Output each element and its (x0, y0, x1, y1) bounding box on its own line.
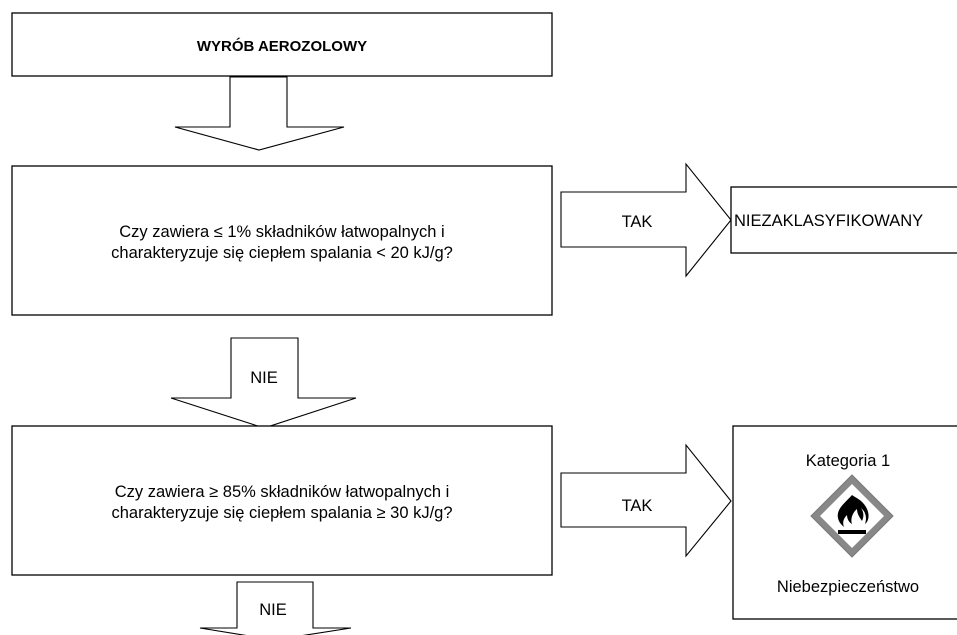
no1-label: NIE (250, 369, 278, 387)
result1-label: NIEZAKLASYFIKOWANY (734, 212, 923, 230)
result2-signal-word: Niebezpieczeństwo (777, 578, 919, 596)
question1-line1: Czy zawiera ≤ 1% składników łatwopalnych… (119, 223, 444, 241)
question2-box (11, 425, 553, 576)
question1-line2: charakteryzuje się ciepłem spalania < 20… (111, 244, 453, 262)
arrow-yes1 (560, 162, 732, 278)
start-label: WYRÓB AEROZOLOWY (197, 37, 367, 55)
arrow-no2 (199, 581, 352, 635)
arrow-no1 (170, 337, 357, 429)
no2-label: NIE (259, 601, 287, 619)
arrow-start-down (174, 76, 345, 151)
arrow-yes2 (560, 443, 732, 558)
yes1-label: TAK (622, 213, 653, 231)
result1-box (730, 186, 957, 254)
question2-line2: charakteryzuje się ciepłem spalania ≥ 30… (111, 504, 452, 522)
question2-line1: Czy zawiera ≥ 85% składników łatwopalnyc… (115, 483, 450, 501)
question1-box (11, 165, 553, 316)
start-box (11, 12, 553, 77)
flame-hazard-icon (810, 474, 894, 558)
yes2-label: TAK (622, 497, 653, 515)
result2-category: Kategoria 1 (806, 452, 890, 470)
